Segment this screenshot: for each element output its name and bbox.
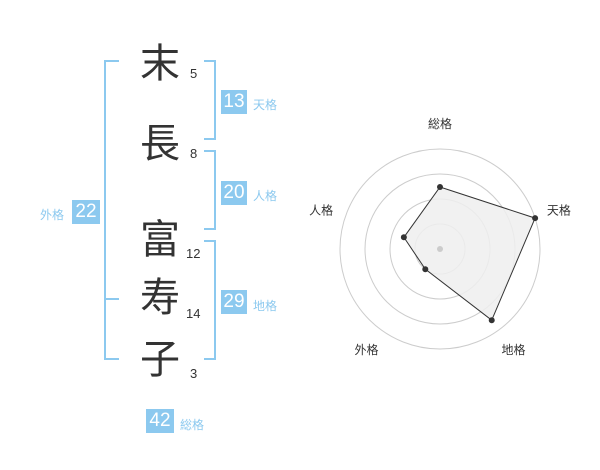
radar-axis-label-1: 総格 — [428, 116, 452, 131]
radar-point-2 — [532, 215, 539, 222]
chikaku-label: 地格 — [253, 299, 278, 313]
stroke-count-5: 3 — [190, 366, 198, 381]
radar-axis-label-5: 人格 — [309, 202, 333, 217]
name-char-3: 富 — [140, 217, 180, 263]
stroke-count-3: 12 — [186, 246, 201, 261]
soukaku-label: 総格 — [180, 418, 205, 432]
tenkaku-value: 13 — [221, 90, 247, 114]
radar-center-dot — [437, 246, 443, 252]
jinkaku-label: 人格 — [253, 189, 278, 203]
name-char-5: 子 — [140, 337, 180, 383]
soukaku-value: 42 — [146, 409, 174, 433]
stroke-count-4: 14 — [186, 306, 201, 321]
gaikaku-label: 外格 — [40, 208, 65, 222]
radar-ring-4 — [339, 148, 541, 350]
tenkaku-label: 天格 — [253, 98, 278, 112]
jinkaku-value: 20 — [221, 181, 247, 205]
radar-point-1 — [437, 184, 443, 190]
name-char-1: 末 — [140, 41, 180, 87]
radar-point-3 — [488, 317, 495, 324]
radar-point-4 — [422, 266, 429, 273]
radar-point-5 — [400, 234, 407, 241]
radar-axis-label-2: 天格 — [547, 202, 571, 217]
radar-polygon — [403, 186, 536, 321]
radar-axis-label-3: 地格 — [501, 342, 525, 357]
stroke-count-1: 5 — [190, 66, 198, 81]
stroke-count-2: 8 — [190, 146, 198, 161]
chikaku-value: 29 — [221, 290, 247, 314]
radar-axis-label-4: 外格 — [354, 342, 378, 357]
gaikaku-value: 22 — [72, 200, 100, 224]
name-char-4: 寿 — [140, 275, 180, 321]
name-char-2: 長 — [140, 121, 180, 167]
radar-points — [400, 184, 539, 324]
